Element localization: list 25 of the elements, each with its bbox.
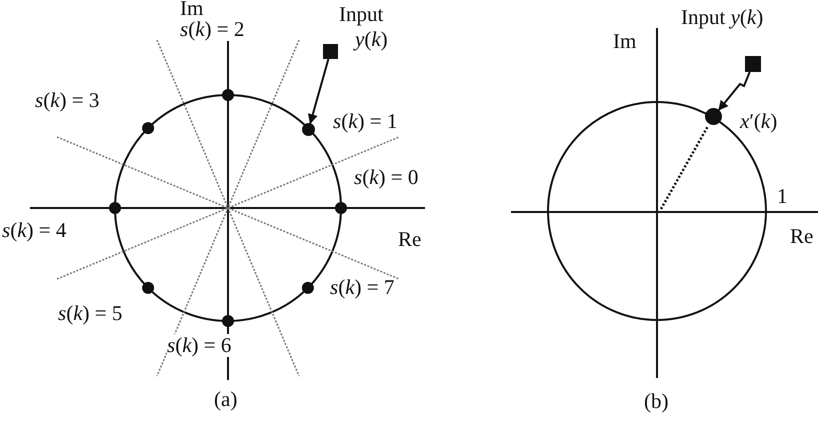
point-label: x′(k) [740,110,778,134]
point-label: s(k) = 0 [354,166,418,190]
point-label: s(k) = 7 [330,276,394,300]
axis-tick-label: 1 [777,185,788,208]
constellation-point [705,108,722,125]
axis-label: Re [398,228,422,252]
constellation-point [302,123,315,136]
point-label: Input y(k) [681,6,764,30]
panel-label: (b) [644,390,668,414]
point-label: s(k) = 4 [2,219,66,242]
point-label: s(k) = 1 [333,110,398,134]
arrow [308,58,330,124]
input-marker [745,56,761,72]
arrow [718,72,751,111]
axis-label: Re [790,225,814,248]
input-marker [323,44,338,59]
axis-label: Im [613,30,636,54]
panel-label: (a) [214,388,238,412]
point-label: s(k) = 5 [58,302,122,326]
point-label: s(k) = 2 [180,18,244,42]
point-label: Input [339,3,384,26]
point-label: y(k) [355,28,388,52]
point-label: s(k) = 6 [167,334,232,358]
point-label: s(k) = 3 [35,89,100,112]
axis-label: Im [180,0,204,20]
